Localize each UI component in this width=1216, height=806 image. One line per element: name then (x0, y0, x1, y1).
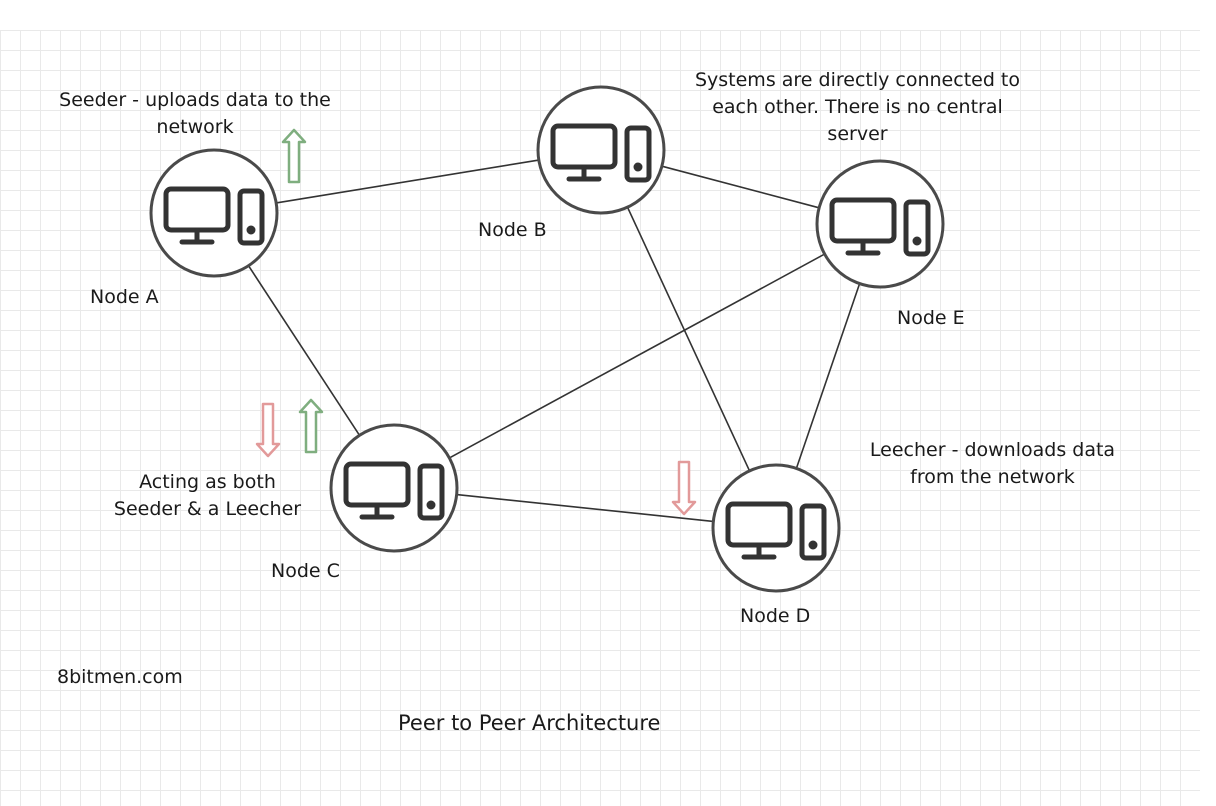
computer-icon (725, 501, 827, 561)
node-a-circle (149, 148, 279, 278)
edges (247, 159, 861, 523)
node-b (536, 85, 666, 215)
node-c (329, 423, 459, 553)
node-label-e: Node E (897, 307, 965, 329)
node-label-d: Node D (740, 605, 811, 627)
leecher-note-line1: Leecher - downloads data (869, 439, 1116, 461)
edge-e-c (449, 253, 825, 459)
edge-b-d (626, 206, 751, 472)
systems-note-line2: each other. There is no central (712, 96, 1003, 118)
down-arrow-icon (255, 402, 281, 458)
edge-e-d (795, 283, 861, 469)
down-arrow-icon (671, 460, 697, 516)
node-e (815, 159, 945, 289)
seeder-note-line1: Seeder - uploads data to the (59, 89, 331, 111)
leecher-note: Leecher - downloads data from the networ… (850, 437, 1135, 491)
systems-note-line3: server (827, 123, 888, 145)
node-e-circle (815, 159, 945, 289)
both-note-line2: Seeder & a Leecher (113, 498, 302, 520)
node-a (149, 148, 279, 278)
edge-c-d (456, 493, 714, 523)
both-note-line1: Acting as both (139, 471, 276, 493)
systems-note: Systems are directly connected to each o… (660, 67, 1055, 148)
up-arrow-icon (281, 128, 307, 184)
nodes (149, 85, 945, 593)
node-b-circle (536, 85, 666, 215)
leecher-note-line2: from the network (910, 466, 1075, 488)
node-label-a: Node A (90, 286, 159, 308)
edge-a-b (276, 159, 539, 204)
seeder-note: Seeder - uploads data to the network (40, 87, 350, 141)
both-note: Acting as both Seeder & a Leecher (100, 469, 315, 523)
edge-b-e (661, 165, 820, 209)
computer-icon (343, 461, 445, 521)
diagram-caption: Peer to Peer Architecture (398, 711, 661, 735)
seeder-note-line2: network (156, 116, 234, 138)
node-label-c: Node C (271, 560, 340, 582)
computer-icon (829, 197, 931, 257)
edge-a-c (247, 265, 361, 436)
node-d-circle (711, 463, 841, 593)
computer-icon (550, 123, 652, 183)
up-arrow-icon (298, 398, 324, 454)
systems-note-line1: Systems are directly connected to (694, 69, 1021, 91)
node-label-b: Node B (478, 219, 547, 241)
node-c-circle (329, 423, 459, 553)
node-d (711, 463, 841, 593)
watermark: 8bitmen.com (57, 666, 183, 688)
computer-icon (163, 186, 265, 246)
